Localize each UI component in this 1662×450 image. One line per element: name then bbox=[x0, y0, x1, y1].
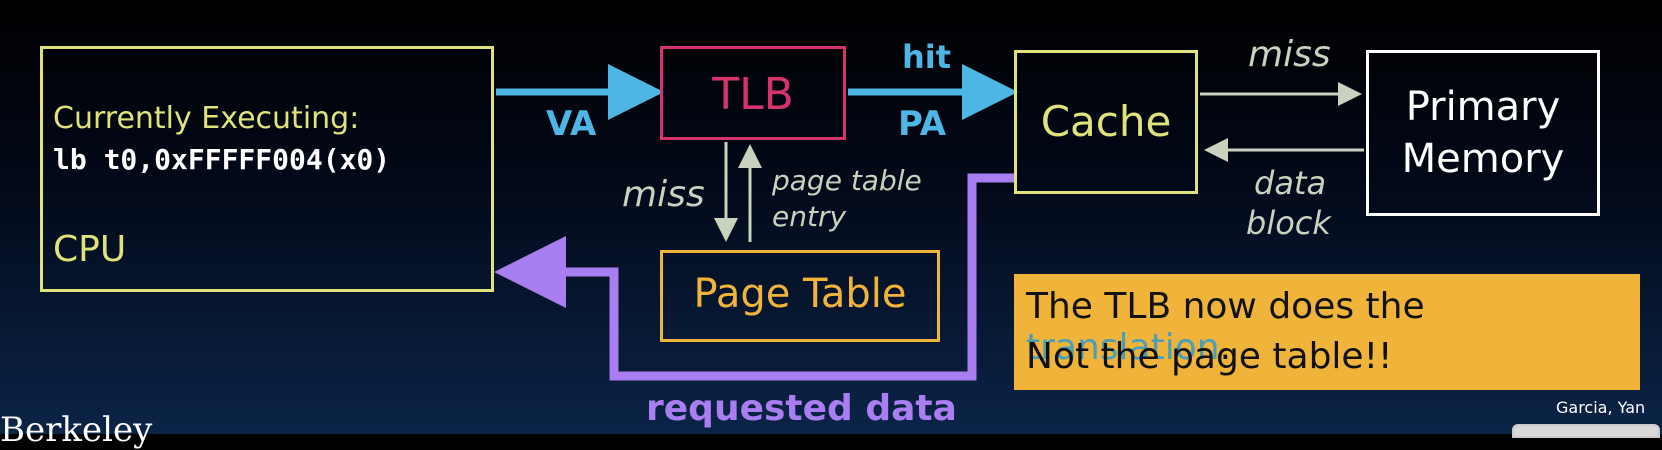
callout-note: The TLB now does the translation. Not th… bbox=[1014, 274, 1640, 390]
pte-label-line1: page table bbox=[772, 164, 922, 197]
pa-label: PA bbox=[898, 104, 947, 144]
note-line1-text: The TLB now does the bbox=[1026, 286, 1425, 327]
memory-line2: Memory bbox=[1401, 136, 1565, 182]
currently-executing-label: Currently Executing: bbox=[53, 101, 360, 136]
arrow-layer bbox=[494, 64, 1364, 381]
note-line1: The TLB now does the translation. bbox=[1026, 286, 1640, 368]
tlb-box: TLB bbox=[660, 46, 846, 140]
primary-memory-box: Primary Memory bbox=[1366, 50, 1600, 216]
author-credit: Garcia, Yan bbox=[1556, 398, 1646, 417]
tlb-miss-label: miss bbox=[622, 174, 705, 215]
cache-box: Cache bbox=[1014, 50, 1198, 194]
hit-label: hit bbox=[902, 38, 952, 76]
cpu-box: Currently Executing: lb t0,0xFFFFF004(x0… bbox=[40, 46, 494, 292]
va-label: VA bbox=[546, 104, 597, 144]
license-badge-icon bbox=[1512, 424, 1660, 438]
primary-memory-label: Primary Memory bbox=[1369, 81, 1597, 185]
note-line1-end: . bbox=[1219, 327, 1232, 368]
tlb-label: TLB bbox=[712, 69, 794, 120]
cache-miss-label: miss bbox=[1248, 34, 1331, 75]
cache-label: Cache bbox=[1040, 97, 1172, 146]
instruction-code: lb t0,0xFFFFF004(x0) bbox=[53, 143, 391, 176]
berkeley-logo: Berkeley bbox=[0, 410, 153, 450]
data-block-label-line2: block bbox=[1246, 204, 1331, 242]
memory-line1: Primary bbox=[1405, 84, 1561, 130]
cpu-label: CPU bbox=[53, 229, 127, 270]
note-highlight-translation: translation bbox=[1026, 327, 1220, 368]
page-table-label: Page Table bbox=[693, 271, 907, 317]
pte-label-line2: entry bbox=[772, 200, 847, 233]
requested-data-arrow bbox=[494, 173, 1014, 381]
page-table-box: Page Table bbox=[660, 250, 940, 342]
requested-data-label: requested data bbox=[646, 388, 957, 429]
data-block-label-line1: data bbox=[1254, 164, 1327, 202]
note-line2: Not the page table!! bbox=[1026, 336, 1393, 377]
